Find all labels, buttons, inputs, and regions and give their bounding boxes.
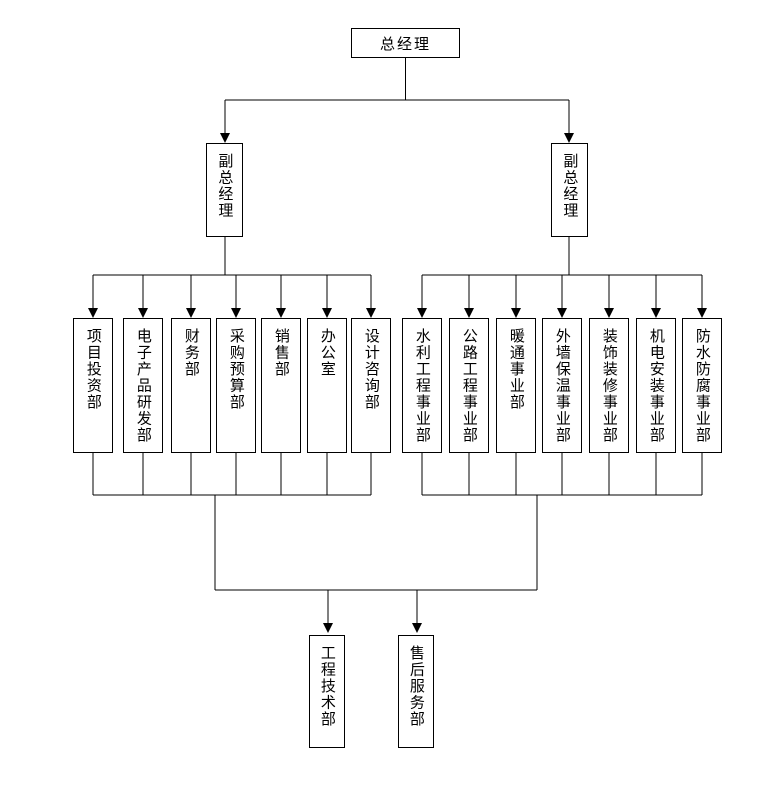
dept-label: 销售部	[272, 328, 291, 378]
dept-label: 水利工程事业部	[413, 328, 432, 444]
root-box-general-manager: 总经理	[351, 28, 460, 58]
dept-box-finance: 财务部	[171, 318, 211, 453]
dept-box-engineering-tech: 工程技术部	[309, 635, 345, 748]
dept-label: 售后服务部	[407, 645, 426, 728]
dept-box-sales: 销售部	[261, 318, 301, 453]
dept-label: 工程技术部	[318, 645, 337, 728]
dept-label: 项目投资部	[84, 328, 103, 411]
dept-box-highway-engineering: 公路工程事业部	[449, 318, 489, 453]
dept-box-procurement-budget: 采购预算部	[216, 318, 256, 453]
dept-box-waterproof-anticorrosion: 防水防腐事业部	[682, 318, 722, 453]
deputy-label: 副总经理	[561, 153, 580, 219]
dept-box-wall-insulation: 外墙保温事业部	[542, 318, 582, 453]
dept-box-mech-electrical-install: 机电安装事业部	[636, 318, 676, 453]
arrowheads	[88, 133, 707, 633]
deputy-box-left: 副总经理	[206, 143, 243, 237]
dept-box-hvac: 暖通事业部	[496, 318, 536, 453]
dept-box-decoration: 装饰装修事业部	[589, 318, 629, 453]
dept-label: 采购预算部	[227, 328, 246, 411]
dept-label: 装饰装修事业部	[600, 328, 619, 444]
deputy-label: 副总经理	[216, 153, 235, 219]
dept-label: 防水防腐事业部	[693, 328, 712, 444]
deputy-box-right: 副总经理	[551, 143, 588, 237]
dept-label: 财务部	[182, 328, 201, 378]
dept-label: 电子产品研发部	[134, 328, 153, 444]
dept-box-after-sales-service: 售后服务部	[398, 635, 434, 748]
dept-label: 暖通事业部	[507, 328, 526, 411]
dept-box-water-conservancy: 水利工程事业部	[402, 318, 442, 453]
dept-label: 机电安装事业部	[647, 328, 666, 444]
root-label: 总经理	[379, 34, 431, 53]
dept-box-office: 办公室	[307, 318, 347, 453]
dept-box-project-investment: 项目投资部	[73, 318, 113, 453]
dept-box-design-consulting: 设计咨询部	[351, 318, 391, 453]
dept-box-electronics-rnd: 电子产品研发部	[123, 318, 163, 453]
dept-label: 公路工程事业部	[460, 328, 479, 444]
dept-label: 办公室	[318, 328, 337, 378]
dept-label: 外墙保温事业部	[553, 328, 572, 444]
dept-label: 设计咨询部	[362, 328, 381, 411]
